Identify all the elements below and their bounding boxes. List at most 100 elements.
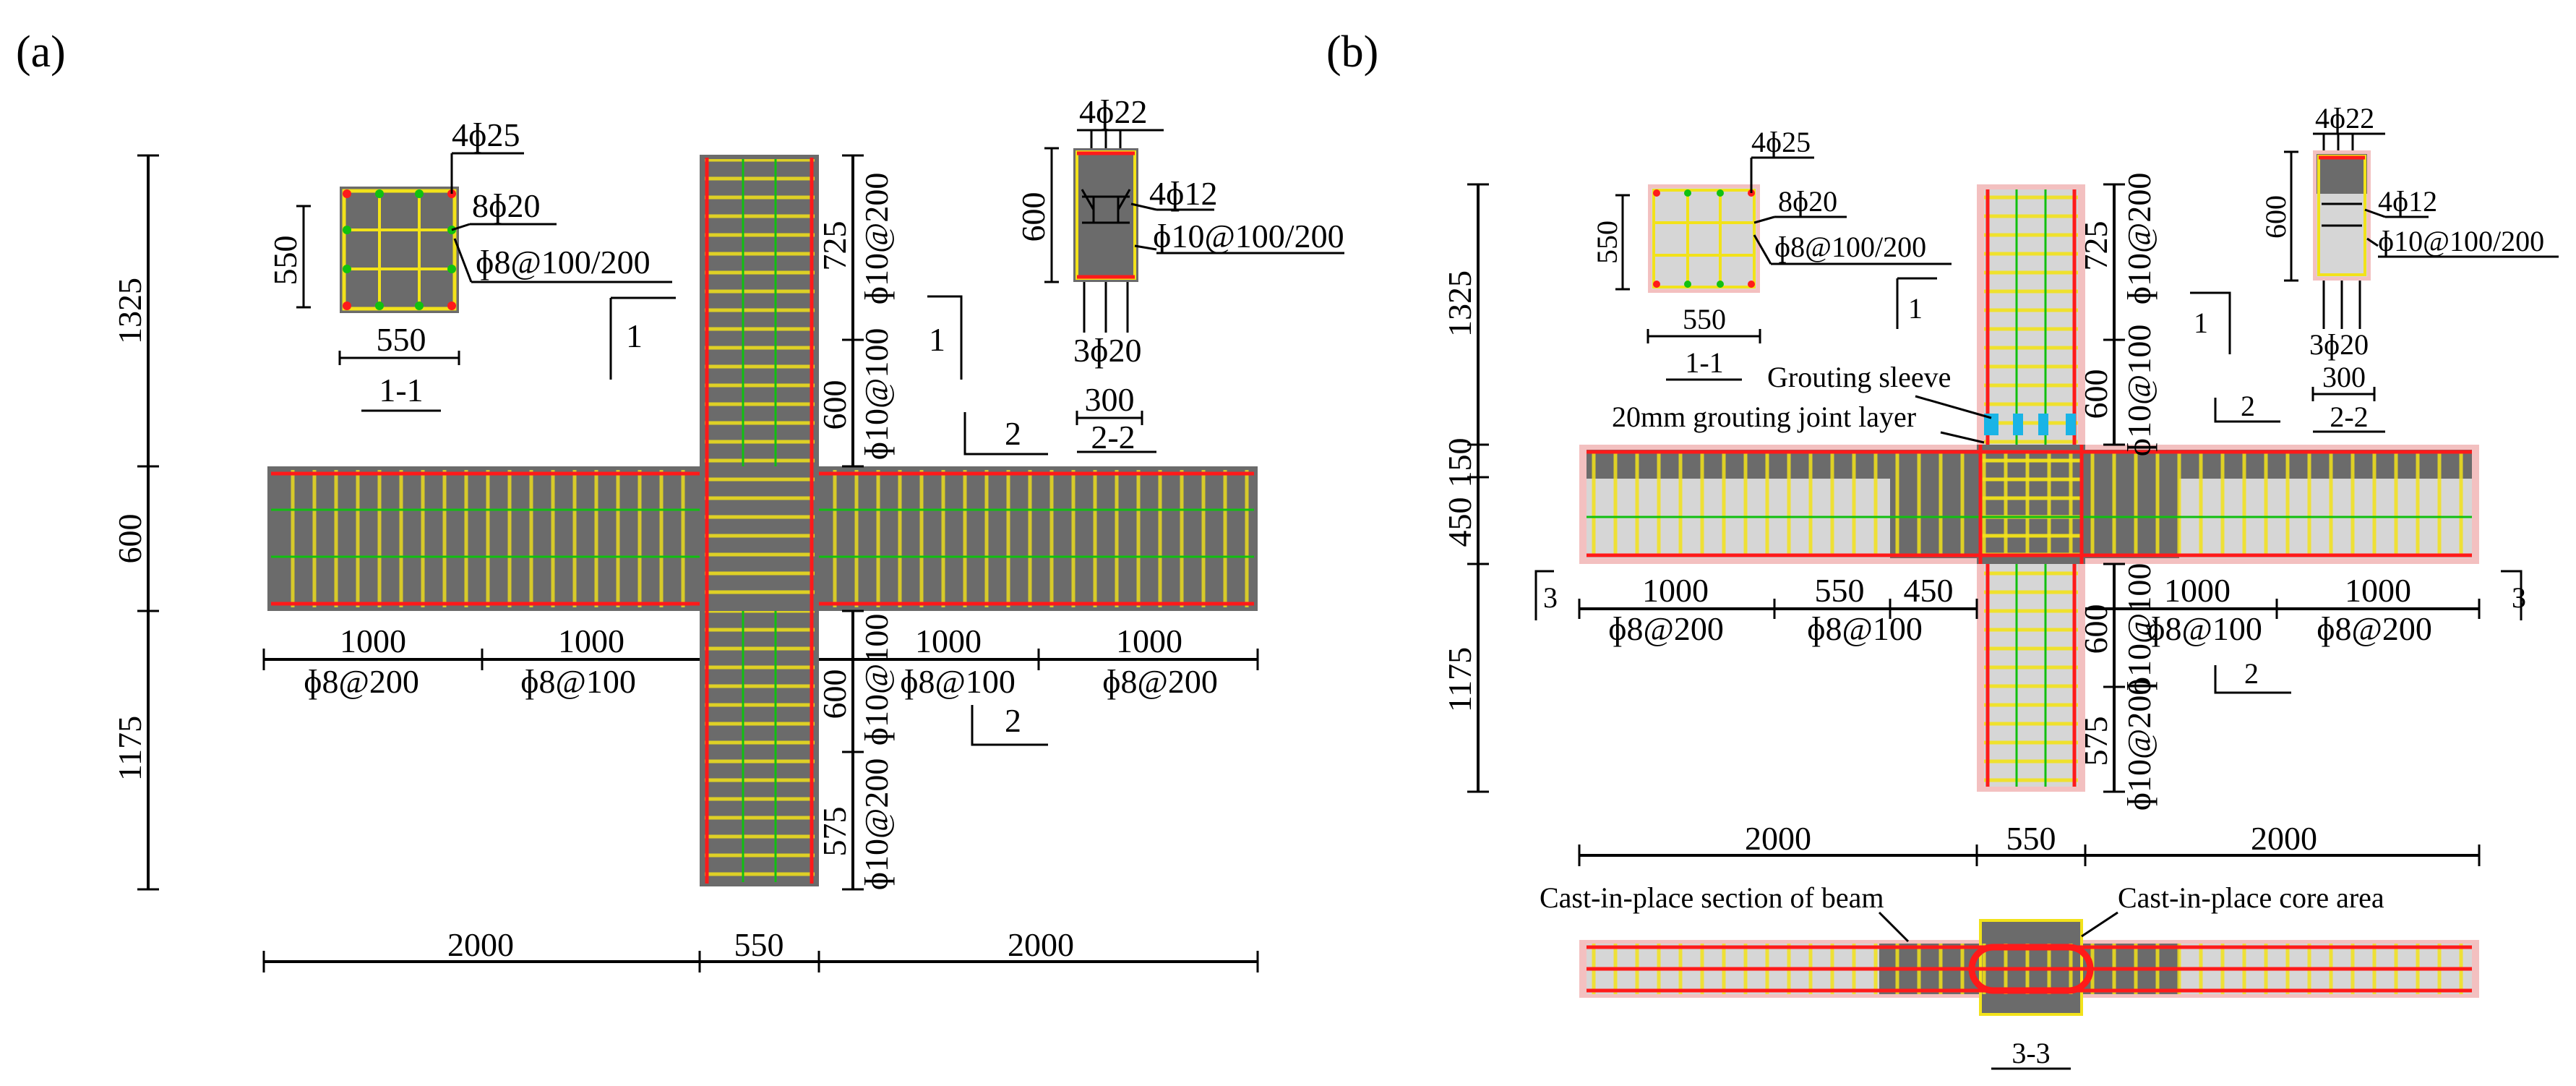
cut-3-left-b: 3 <box>1543 581 1558 614</box>
stirrup-200-right-a: ɸ8@200 <box>1102 663 1218 700</box>
section-1-1-dim-550-v-b: 550 <box>1591 221 1623 264</box>
panel-label-a: (a) <box>16 27 66 77</box>
dim-2000-right-b: 2000 <box>2251 820 2317 857</box>
section-1-1-mid-bar-a: 8ɸ20 <box>472 187 540 224</box>
section-2-2-caption-a: 2-2 <box>1091 419 1135 456</box>
section-2-2-bot-bar-b: 3ɸ20 <box>2309 328 2369 361</box>
stirrup-200-left-b: ɸ8@200 <box>1608 610 1724 647</box>
dim-450-b: 450 <box>1441 497 1478 547</box>
section-2-2-side-bar-a: 4ɸ12 <box>1149 175 1217 212</box>
section-1-1-main-bar-a: 4ɸ25 <box>452 116 520 153</box>
col-stirrup-100-top-b: ɸ10@100 <box>2121 325 2158 457</box>
beam-a <box>267 466 1258 611</box>
col-stirrup-200-top-a: ɸ10@200 <box>858 173 895 305</box>
stirrup-200-left-a: ɸ8@200 <box>304 663 419 700</box>
dim-left-b: 1325 150 450 1175 <box>1441 183 1489 793</box>
beam-stirrup-dims-a: 1000 1000 ɸ8@200 ɸ8@100 1000 1000 ɸ8@100… <box>262 623 1259 700</box>
panel-b: (b) <box>1326 27 2559 1070</box>
dim-600-a: 600 <box>111 514 148 564</box>
section-2-2-tie-b: ɸ10@100/200 <box>2378 225 2544 257</box>
section-1-1-tie-b: ɸ8@100/200 <box>1774 231 1926 263</box>
dim-450-b2: 450 <box>1904 572 1954 609</box>
section-1-1-main-bar-b: 4ɸ25 <box>1751 126 1811 158</box>
section-1-1-mid-bar-b: 8ɸ20 <box>1778 185 1837 218</box>
column-stirrup-dims-a: 725 600 ɸ10@200 ɸ10@100 600 575 ɸ10@100 … <box>816 154 895 891</box>
panel-a: (a) <box>16 27 1344 972</box>
col-stirrup-100-bot-a: ɸ10@100 <box>858 614 895 746</box>
dim-1000-a3: 1000 <box>915 623 982 659</box>
column-stirrup-dims-b: 725 600 ɸ10@200 ɸ10@100 600 575 ɸ10@100 … <box>2077 173 2158 811</box>
cip-beam-label: Cast-in-place section of beam <box>1540 881 1884 914</box>
section-2-2-side-bar-b: 4ɸ12 <box>2378 185 2437 218</box>
section-3-3-caption: 3-3 <box>2012 1037 2050 1069</box>
stirrup-200-right-b: ɸ8@200 <box>2317 610 2432 647</box>
section-1-1-caption-a: 1-1 <box>379 372 423 409</box>
dim-600-col-top-b: 600 <box>2077 369 2114 419</box>
dim-1325-b: 1325 <box>1441 270 1478 337</box>
dim-1175-a: 1175 <box>111 716 148 781</box>
cut-markers-a: 1 1 2 2 <box>609 295 1048 746</box>
dim-1000-b4: 1000 <box>2345 572 2411 609</box>
dim-2000-left-a: 2000 <box>447 926 514 963</box>
cut-2-top-a: 2 <box>1005 415 1021 452</box>
section-2-2-a: 4ɸ22 4ɸ12 ɸ10@100/200 3ɸ20 600 300 2-2 <box>1015 93 1344 456</box>
section-3-3-b: Cast-in-place section of beam Cast-in-pl… <box>1540 881 2479 1070</box>
dim-550-b: 550 <box>2006 820 2056 857</box>
cut-2-top-b: 2 <box>2241 390 2255 422</box>
dim-575-b: 575 <box>2077 717 2114 766</box>
dim-1175-b: 1175 <box>1441 647 1478 712</box>
dim-600-col-bot-b: 600 <box>2077 604 2114 654</box>
section-2-2-tie-a: ɸ10@100/200 <box>1153 218 1344 255</box>
section-2-2-b: 4ɸ22 4ɸ12 ɸ10@100/200 3ɸ20 600 300 2-2 <box>2259 102 2559 433</box>
dim-1000-a1: 1000 <box>340 623 406 659</box>
dim-2000-left-b: 2000 <box>1745 820 1811 857</box>
section-1-1-dim-550-v-a: 550 <box>267 236 304 286</box>
section-2-2-bot-bar-a: 3ɸ20 <box>1073 332 1141 369</box>
section-2-2-dim-300-b: 300 <box>2322 361 2366 393</box>
section-2-2-caption-b: 2-2 <box>2330 401 2368 433</box>
section-1-1-dim-550-h-a: 550 <box>377 321 426 358</box>
cut-3-right-b: 3 <box>2512 581 2526 614</box>
dim-1325-a: 1325 <box>111 278 148 344</box>
col-stirrup-200-bot-a: ɸ10@200 <box>858 758 895 891</box>
section-2-2-dim-600-b: 600 <box>2259 195 2292 239</box>
cut-1-left-a: 1 <box>626 317 643 354</box>
dim-1000-b1: 1000 <box>1642 572 1709 609</box>
cut-2-bottom-a: 2 <box>1005 702 1021 739</box>
section-1-1-b: 4ɸ25 8ɸ20 ɸ8@100/200 550 550 1-1 <box>1591 126 1952 381</box>
section-2-2-dim-600-a: 600 <box>1015 192 1052 242</box>
col-stirrup-100-top-a: ɸ10@100 <box>858 328 895 461</box>
dim-bottom-a: 2000 550 2000 <box>262 926 1259 972</box>
dim-left-a: 1325 600 1175 <box>111 154 159 891</box>
dim-550-a: 550 <box>734 926 784 963</box>
dim-150-b: 150 <box>1441 438 1478 488</box>
grouting-joint-label: 20mm grouting joint layer <box>1612 401 1916 433</box>
section-1-1-tie-a: ɸ8@100/200 <box>476 244 651 281</box>
dim-600-col-top-a: 600 <box>816 380 853 430</box>
section-1-1-dim-550-h-b: 550 <box>1683 303 1726 335</box>
section-2-2-top-bar-a: 4ɸ22 <box>1079 93 1147 130</box>
beam-b <box>1579 445 2479 564</box>
dim-bottom-b: 2000 550 2000 <box>1578 820 2481 866</box>
cut-2-bottom-b: 2 <box>2244 657 2259 690</box>
stirrup-100-right-a: ɸ8@100 <box>900 663 1016 700</box>
panel-label-b: (b) <box>1326 27 1378 77</box>
section-1-1-caption-b: 1-1 <box>1685 346 1723 379</box>
dim-725-b: 725 <box>2077 221 2114 271</box>
stirrup-100-left-b: ɸ8@100 <box>1807 610 1923 647</box>
cip-core-label: Cast-in-place core area <box>2118 881 2384 914</box>
dim-1000-a2: 1000 <box>558 623 624 659</box>
dim-2000-right-a: 2000 <box>1008 926 1074 963</box>
stirrup-100-left-a: ɸ8@100 <box>520 663 636 700</box>
beam-stirrup-dims-b: 1000 550 450 ɸ8@200 ɸ8@100 1000 1000 ɸ8@… <box>1578 572 2481 647</box>
section-1-1-a: 4ɸ25 8ɸ20 ɸ8@100/200 550 550 1-1 <box>267 116 672 412</box>
section-2-2-top-bar-b: 4ɸ22 <box>2315 102 2374 134</box>
cut-1-right-a: 1 <box>929 321 945 358</box>
dim-725-a: 725 <box>816 221 853 271</box>
dim-1000-b3: 1000 <box>2164 572 2231 609</box>
grouting-sleeve-label: Grouting sleeve <box>1767 361 1951 393</box>
section-2-2-dim-300-a: 300 <box>1085 381 1135 418</box>
cut-1-right-b: 1 <box>2194 307 2208 339</box>
grouting-annotations-b: Grouting sleeve 20mm grouting joint laye… <box>1612 361 1992 444</box>
